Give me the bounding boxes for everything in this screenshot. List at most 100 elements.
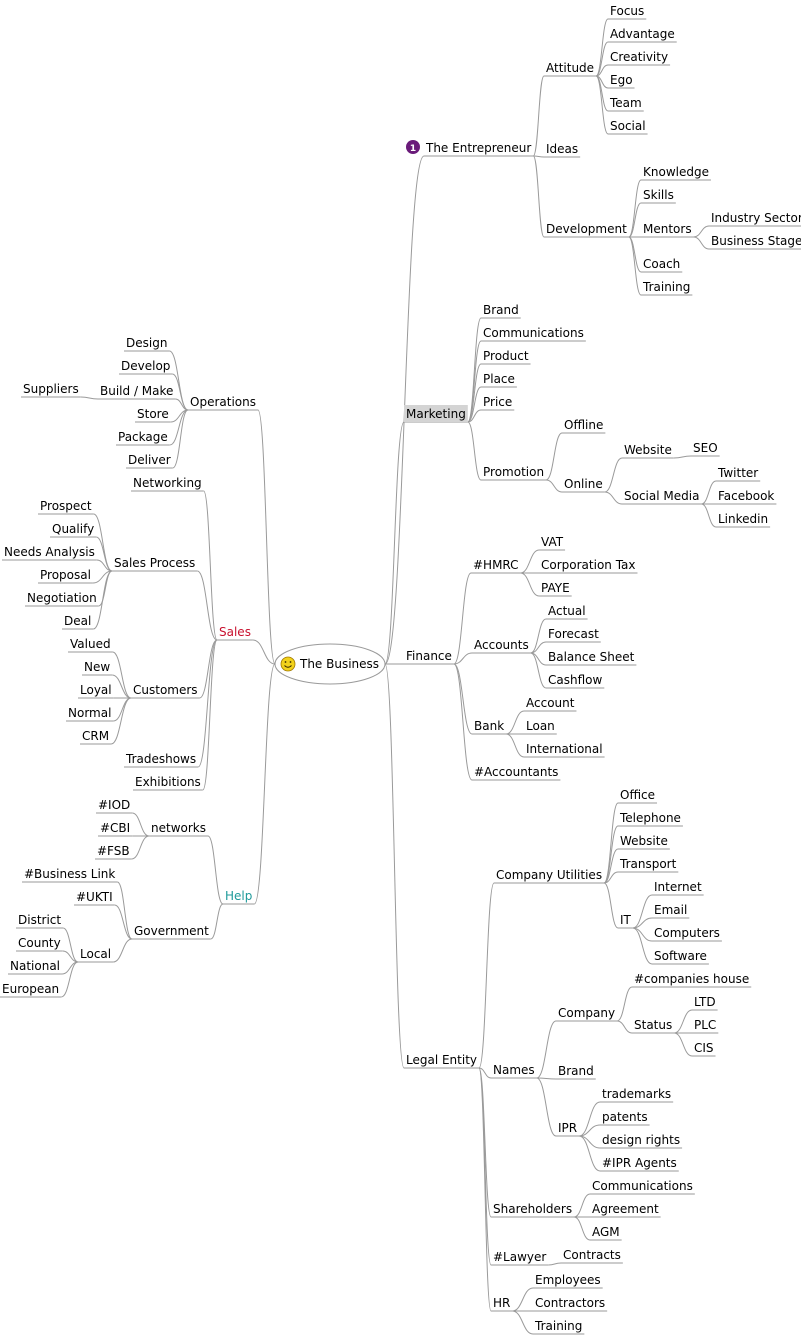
topic-suppliers[interactable]: Suppliers xyxy=(23,382,79,396)
topic-agm[interactable]: AGM xyxy=(592,1225,620,1239)
topic-needs-analysis[interactable]: Needs Analysis xyxy=(4,545,95,559)
topic-design[interactable]: Design xyxy=(126,336,167,350)
topic-fsb[interactable]: #FSB xyxy=(97,844,130,858)
topic-hr[interactable]: HR xyxy=(493,1296,510,1310)
topic-creativity[interactable]: Creativity xyxy=(610,50,668,64)
topic-business-link[interactable]: #Business Link xyxy=(24,867,115,881)
topic-crm[interactable]: CRM xyxy=(82,729,109,743)
topic-lawyer[interactable]: #Lawyer xyxy=(493,1250,546,1264)
topic-national[interactable]: National xyxy=(10,959,60,973)
topic-new[interactable]: New xyxy=(84,660,110,674)
topic-social-media[interactable]: Social Media xyxy=(624,489,699,503)
topic-customers[interactable]: Customers xyxy=(133,683,198,697)
topic-ukti[interactable]: #UKTI xyxy=(76,890,113,904)
topic-cis[interactable]: CIS xyxy=(694,1041,714,1055)
topic-seo[interactable]: SEO xyxy=(693,441,718,455)
topic-develop[interactable]: Develop xyxy=(121,359,170,373)
topic-training[interactable]: Training xyxy=(534,1319,582,1333)
topic-accounts[interactable]: Accounts xyxy=(474,638,529,652)
topic-sales[interactable]: Sales xyxy=(219,625,251,639)
topic-cashflow[interactable]: Cashflow xyxy=(548,673,602,687)
topic-price[interactable]: Price xyxy=(483,395,512,409)
topic-european[interactable]: European xyxy=(2,982,59,996)
topic-county[interactable]: County xyxy=(18,936,61,950)
topic-communications[interactable]: Communications xyxy=(592,1179,693,1193)
topic-deal[interactable]: Deal xyxy=(64,614,91,628)
topic-place[interactable]: Place xyxy=(483,372,515,386)
topic-product[interactable]: Product xyxy=(483,349,529,363)
topic-build-make[interactable]: Build / Make xyxy=(100,384,173,398)
topic-plc[interactable]: PLC xyxy=(694,1018,716,1032)
topic-ego[interactable]: Ego xyxy=(610,73,633,87)
topic-software[interactable]: Software xyxy=(654,949,707,963)
topic-accountants[interactable]: #Accountants xyxy=(474,765,558,779)
topic-ipr-agents[interactable]: #IPR Agents xyxy=(602,1156,677,1170)
topic-exhibitions[interactable]: Exhibitions xyxy=(135,775,201,789)
topic-store[interactable]: Store xyxy=(137,407,169,421)
topic-international[interactable]: International xyxy=(526,742,603,756)
topic-networks[interactable]: networks xyxy=(151,821,206,835)
topic-twitter[interactable]: Twitter xyxy=(717,466,758,480)
topic-coach[interactable]: Coach xyxy=(643,257,680,271)
topic-business-stage[interactable]: Business Stage xyxy=(711,234,801,248)
topic-corporation-tax[interactable]: Corporation Tax xyxy=(541,558,636,572)
topic-contracts[interactable]: Contracts xyxy=(563,1248,621,1262)
topic-normal[interactable]: Normal xyxy=(68,706,111,720)
central-topic[interactable]: The Business xyxy=(274,643,386,685)
topic-shareholders[interactable]: Shareholders xyxy=(493,1202,572,1216)
topic-local[interactable]: Local xyxy=(80,947,111,961)
topic-valued[interactable]: Valued xyxy=(70,637,111,651)
topic-cbi[interactable]: #CBI xyxy=(100,821,130,835)
topic-paye[interactable]: PAYE xyxy=(541,581,570,595)
topic-office[interactable]: Office xyxy=(620,788,655,802)
topic-promotion[interactable]: Promotion xyxy=(483,465,544,479)
topic-transport[interactable]: Transport xyxy=(619,857,677,871)
topic-development[interactable]: Development xyxy=(546,222,627,236)
topic-names[interactable]: Names xyxy=(493,1063,535,1077)
central-topic-bubble[interactable] xyxy=(274,643,386,685)
topic-tradeshows[interactable]: Tradeshows xyxy=(125,752,196,766)
topic-employees[interactable]: Employees xyxy=(535,1273,601,1287)
topic-hmrc[interactable]: #HMRC xyxy=(473,558,519,572)
topic-focus[interactable]: Focus xyxy=(610,4,644,18)
topic-facebook[interactable]: Facebook xyxy=(718,489,774,503)
topic-brand[interactable]: Brand xyxy=(558,1064,594,1078)
topic-agreement[interactable]: Agreement xyxy=(592,1202,659,1216)
topic-offline[interactable]: Offline xyxy=(564,418,603,432)
topic-telephone[interactable]: Telephone xyxy=(619,811,681,825)
topic-legal-entity[interactable]: Legal Entity xyxy=(406,1053,477,1067)
topic-iod[interactable]: #IOD xyxy=(98,798,130,812)
topic-package[interactable]: Package xyxy=(118,430,168,444)
topic-advantage[interactable]: Advantage xyxy=(610,27,675,41)
topic-proposal[interactable]: Proposal xyxy=(40,568,91,582)
topic-sales-process[interactable]: Sales Process xyxy=(114,556,195,570)
topic-marketing[interactable]: Marketing xyxy=(406,407,466,421)
topic-computers[interactable]: Computers xyxy=(654,926,720,940)
topic-trademarks[interactable]: trademarks xyxy=(602,1087,671,1101)
topic-status[interactable]: Status xyxy=(634,1018,672,1032)
topic-mentors[interactable]: Mentors xyxy=(643,222,692,236)
topic-companies-house[interactable]: #companies house xyxy=(634,972,749,986)
topic-company[interactable]: Company xyxy=(558,1006,615,1020)
topic-district[interactable]: District xyxy=(18,913,61,927)
topic-ideas[interactable]: Ideas xyxy=(546,142,578,156)
topic-qualify[interactable]: Qualify xyxy=(52,522,94,536)
topic-website[interactable]: Website xyxy=(620,834,668,848)
topic-patents[interactable]: patents xyxy=(602,1110,648,1124)
topic-company-utilities[interactable]: Company Utilities xyxy=(496,868,602,882)
topic-social[interactable]: Social xyxy=(610,119,646,133)
topic-internet[interactable]: Internet xyxy=(654,880,702,894)
topic-loan[interactable]: Loan xyxy=(526,719,555,733)
topic-ltd[interactable]: LTD xyxy=(694,995,716,1009)
topic-it[interactable]: IT xyxy=(620,913,632,927)
topic-attitude[interactable]: Attitude xyxy=(546,61,594,75)
topic-deliver[interactable]: Deliver xyxy=(128,453,171,467)
topic-balance-sheet[interactable]: Balance Sheet xyxy=(548,650,635,664)
topic-brand[interactable]: Brand xyxy=(483,303,519,317)
topic-team[interactable]: Team xyxy=(609,96,642,110)
topic-email[interactable]: Email xyxy=(654,903,687,917)
topic-government[interactable]: Government xyxy=(134,924,209,938)
topic-knowledge[interactable]: Knowledge xyxy=(643,165,709,179)
topic-negotiation[interactable]: Negotiation xyxy=(27,591,97,605)
topic-contractors[interactable]: Contractors xyxy=(535,1296,605,1310)
